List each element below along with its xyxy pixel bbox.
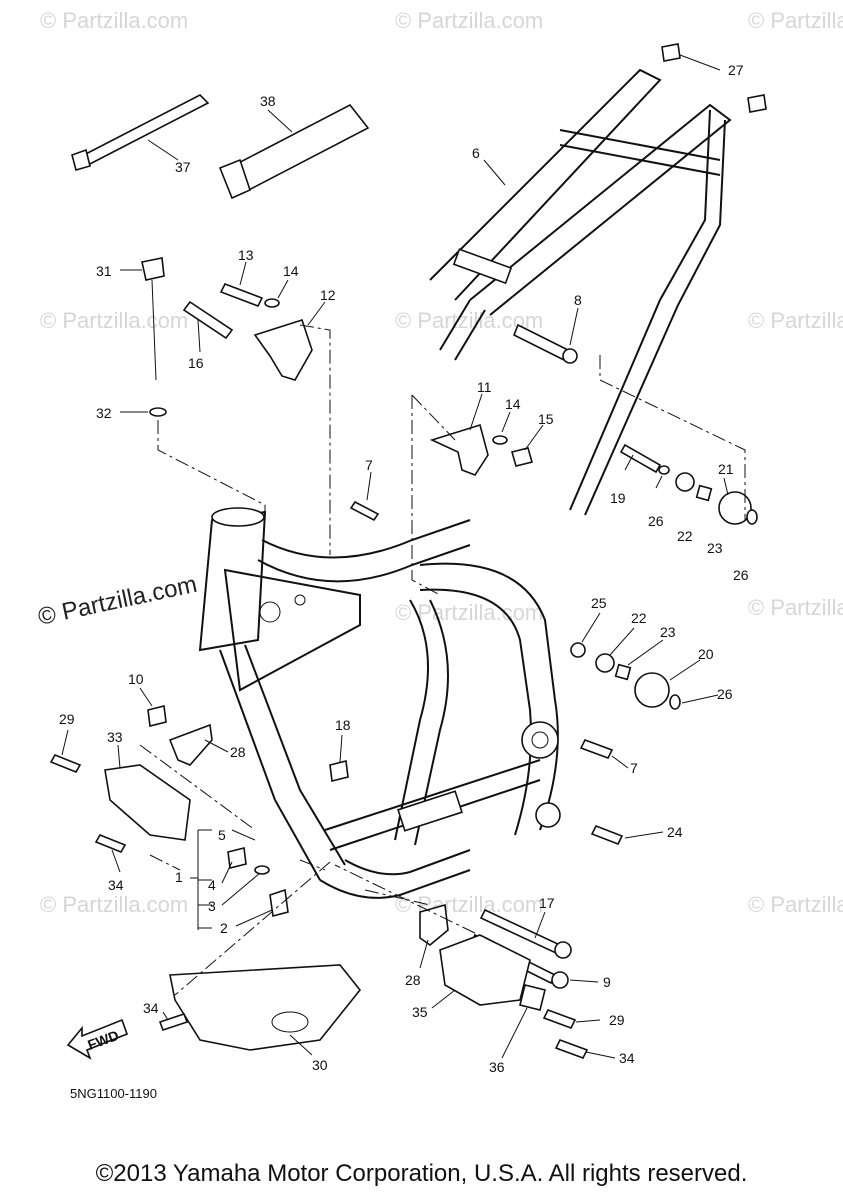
watermark: © Partzilla.com [395,8,543,33]
callout-28-top: 28 [230,744,246,760]
main-frame [198,507,561,899]
callout-27: 27 [728,62,744,78]
callout-22-b: 22 [631,610,647,626]
leader-lines [61,54,729,1059]
callouts: 38 37 31 13 14 12 16 32 6 27 8 11 14 15 … [59,62,749,1075]
callout-11: 11 [477,379,492,395]
callout-3: 3 [208,898,216,914]
callout-28-bottom: 28 [405,972,421,988]
callout-6: 6 [472,145,480,161]
callout-34-bottom: 34 [619,1050,635,1066]
callout-36: 36 [489,1059,505,1075]
callout-26-b: 26 [733,567,749,583]
callout-26-a: 26 [648,513,664,529]
callout-13: 13 [238,247,254,263]
watermark: © Partzilla.com [395,892,543,917]
watermark: © Partzilla.com [40,308,188,333]
subframe [429,68,732,516]
tool-socket [218,103,370,200]
callout-25: 25 [591,595,607,611]
callout-32: 32 [96,405,112,421]
callout-30: 30 [312,1057,328,1073]
watermark: © Partzilla.com [748,892,843,917]
diagram-code: 5NG1100-1190 [70,1086,157,1101]
watermark: © Partzilla.com [748,308,843,333]
watermark: © Partzilla.com [40,8,188,33]
callout-19: 19 [610,490,626,506]
callout-15: 15 [538,411,554,427]
callout-18: 18 [335,717,351,733]
copyright-notice: ©2013 Yamaha Motor Corporation, U.S.A. A… [95,1160,748,1187]
callout-10: 10 [128,671,144,687]
watermark: © Partzilla.com [748,595,843,620]
callout-12: 12 [320,287,336,303]
watermark: © Partzilla.com [40,892,188,917]
callout-4: 4 [208,877,216,893]
callout-1: 1 [175,869,183,885]
callout-37: 37 [175,159,191,175]
callout-9: 9 [603,974,611,990]
callout-14-mid: 14 [505,396,521,412]
assembly-lines [139,324,746,996]
callout-2: 2 [220,920,228,936]
callout-31: 31 [96,263,112,279]
callout-20: 20 [698,646,714,662]
callout-34-skid: 34 [143,1000,159,1016]
callout-35: 35 [412,1004,428,1020]
callout-29-bottom: 29 [609,1012,625,1028]
callout-24: 24 [667,824,683,840]
watermark-layer: © Partzilla.com © Partzilla.com © Partzi… [36,8,843,917]
callout-21: 21 [718,461,734,477]
fwd-arrow: FWD [66,1018,129,1060]
callout-23-b: 23 [660,624,676,640]
callout-7-right: 7 [630,760,638,776]
tool-wrench [71,94,210,171]
callout-34-left: 34 [108,877,124,893]
callout-26-c: 26 [717,686,733,702]
callout-8: 8 [574,292,582,308]
callout-17: 17 [539,895,555,911]
callout-22-a: 22 [677,528,693,544]
callout-33: 33 [107,729,123,745]
hardware-parts [49,43,767,1059]
callout-16: 16 [188,355,204,371]
callout-14-top: 14 [283,263,299,279]
callout-38: 38 [260,93,276,109]
callout-7-top: 7 [365,457,373,473]
callout-29-left: 29 [59,711,75,727]
watermark: © Partzilla.com [748,8,843,33]
watermark-dark: © Partzilla.com [36,571,200,631]
callout-5: 5 [218,827,226,843]
fwd-label: FWD [85,1027,120,1053]
callout-23-a: 23 [707,540,723,556]
